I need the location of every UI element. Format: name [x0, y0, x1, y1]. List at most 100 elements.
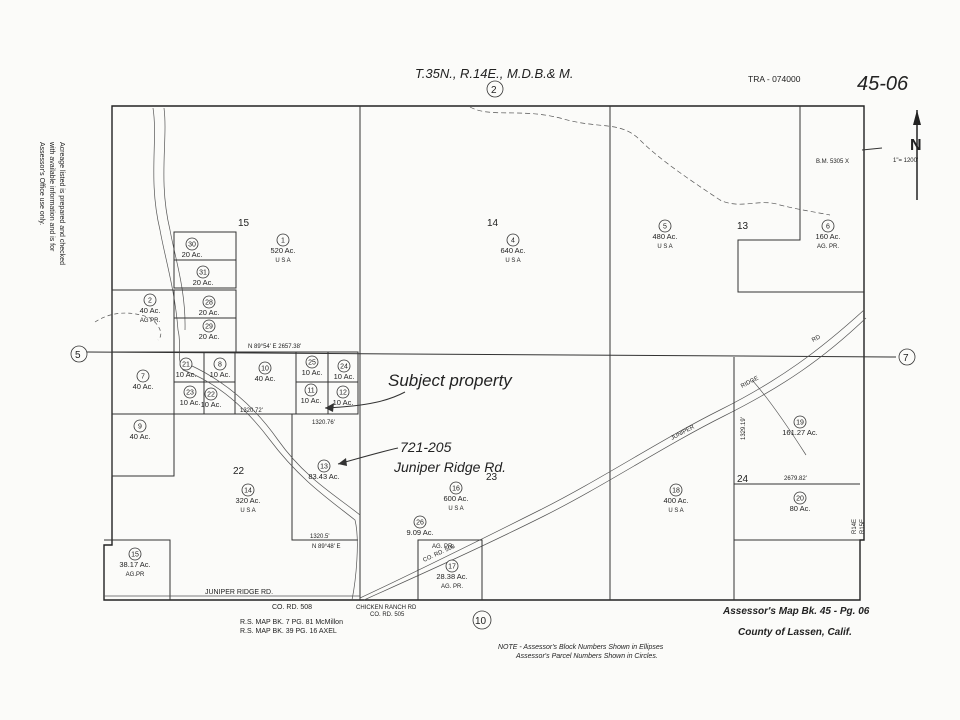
parcel-number: 30: [188, 242, 196, 249]
annotation-subject-property: Subject property: [388, 371, 513, 390]
parcel-number: 26: [416, 520, 424, 527]
annotation-arrow-subject: [324, 391, 406, 409]
parcel-acres: 10 Ac.: [301, 396, 322, 405]
parcel-number-circle: [337, 359, 351, 373]
parcel-acres: 10 Ac.: [180, 398, 201, 407]
disclaimer-line-3: Assessor's Office use only.: [38, 142, 45, 225]
parcel-number: 14: [244, 488, 252, 495]
parcel-number: 25: [308, 360, 316, 367]
footer-note-2: Assessor's Parcel Numbers Shown in Circl…: [515, 653, 658, 660]
parcel-owner: AG PR.: [140, 318, 161, 324]
trail-parcel-2: [94, 312, 162, 341]
parcel-owner: U S A: [657, 244, 672, 250]
road-diagonal-22: [182, 369, 358, 601]
county-label: County of Lassen, Calif.: [738, 627, 852, 638]
parcel-number-circle: [317, 459, 331, 473]
map-scale: 1"= 1200': [893, 158, 918, 164]
road-label-rd: RD: [811, 334, 822, 344]
parcel-number: 20: [796, 496, 804, 503]
township-title: T.35N., R.14E., M.D.B.& M.: [415, 66, 573, 81]
parcel-9: 940 Ac.: [130, 419, 151, 441]
distance-2: 1320.76': [312, 420, 335, 426]
parcel-number: 9: [138, 424, 142, 431]
boundary-tick: [861, 147, 883, 151]
parcel-number-circle: [185, 237, 199, 251]
section-24: 24: [737, 474, 749, 485]
road-label-ridge: RIDGE: [740, 376, 760, 390]
parcel-acres: 20 Ac.: [199, 308, 220, 317]
parcel-8: 810 Ac.: [210, 357, 230, 379]
parcel-number: 24: [340, 364, 348, 371]
parcel-number: 8: [218, 362, 222, 369]
parcel-acres: 40 Ac.: [140, 306, 161, 315]
disclaimer-line-1: Acreage listed is prepared and checked: [58, 142, 65, 265]
parcel-number: 10: [261, 366, 269, 373]
parcel-grid-west: [104, 231, 359, 600]
parcel-acres: 38.17 Ac.: [119, 560, 150, 569]
parcel-number: 1: [281, 238, 285, 245]
parcel-number-circle: [202, 319, 216, 333]
parcel-7: 740 Ac.: [133, 369, 153, 391]
bearing-south: N 89°48' E: [312, 544, 341, 550]
road-label-chicken-ranch: CHICKEN RANCH RD: [356, 605, 417, 611]
parcel-owner: AG. PR.: [817, 244, 839, 250]
range-r14e: R14E: [852, 519, 858, 534]
range-r15e: R15E: [860, 519, 866, 534]
parcel-owner: AG.PR: [126, 572, 145, 578]
parcel-acres: 20 Ac.: [193, 278, 214, 287]
parcel-acres: 400 Ac.: [663, 496, 688, 505]
parcel-acres: 83.43 Ac.: [308, 472, 339, 481]
parcel-acres: 28.38 Ac.: [436, 572, 467, 581]
parcel-number-circle: [793, 415, 807, 429]
footer-note-1: NOTE - Assessor's Block Numbers Shown in…: [498, 644, 664, 651]
map-boundary: [103, 105, 865, 601]
parcel-owner: U S A: [240, 508, 255, 514]
parcel-number: 29: [205, 324, 213, 331]
parcel-number: 16: [452, 486, 460, 493]
parcel-number: 5: [663, 224, 667, 231]
parcel-number-circle: [413, 515, 427, 529]
parcel-acres: 320 Ac.: [235, 496, 260, 505]
parcel-number-circle: [196, 265, 210, 279]
parcel-number-circle: [669, 483, 683, 497]
parcel-number: 13: [320, 464, 328, 471]
parcel-number-circle: [445, 559, 459, 573]
road-label-co-rd-505: CO. RD. 505: [370, 612, 405, 618]
parcel-number-circle: [179, 357, 193, 371]
parcel-acres: 10 Ac.: [333, 398, 354, 407]
svg-text:5: 5: [75, 350, 81, 361]
disclaimer-line-2: with available information and is for: [48, 141, 55, 252]
parcel-acres: 520 Ac.: [270, 246, 295, 255]
parcel-acres: 161.27 Ac.: [782, 428, 817, 437]
parcel-number: 23: [186, 390, 194, 397]
rs-map-2: R.S. MAP BK. 39 PG. 16 AXEL: [240, 628, 337, 635]
parcel-number-circle: [133, 419, 147, 433]
parcel-number: 11: [307, 388, 314, 395]
parcel-number-circle: [143, 293, 157, 307]
parcel-number: 21: [182, 362, 190, 369]
section-14: 14: [487, 218, 499, 229]
parcel-owner: U S A: [275, 258, 290, 264]
creek-line-west: [152, 107, 184, 371]
section-13: 13: [737, 221, 749, 232]
parcel-number-circle: [658, 219, 672, 233]
parcel-acres: 10 Ac.: [334, 372, 355, 381]
parcel-number-circle: [506, 233, 520, 247]
distance-4: 1329.19': [741, 417, 747, 440]
parcel-acres: 40 Ac.: [130, 432, 151, 441]
parcel-owner: U S A: [668, 508, 683, 514]
